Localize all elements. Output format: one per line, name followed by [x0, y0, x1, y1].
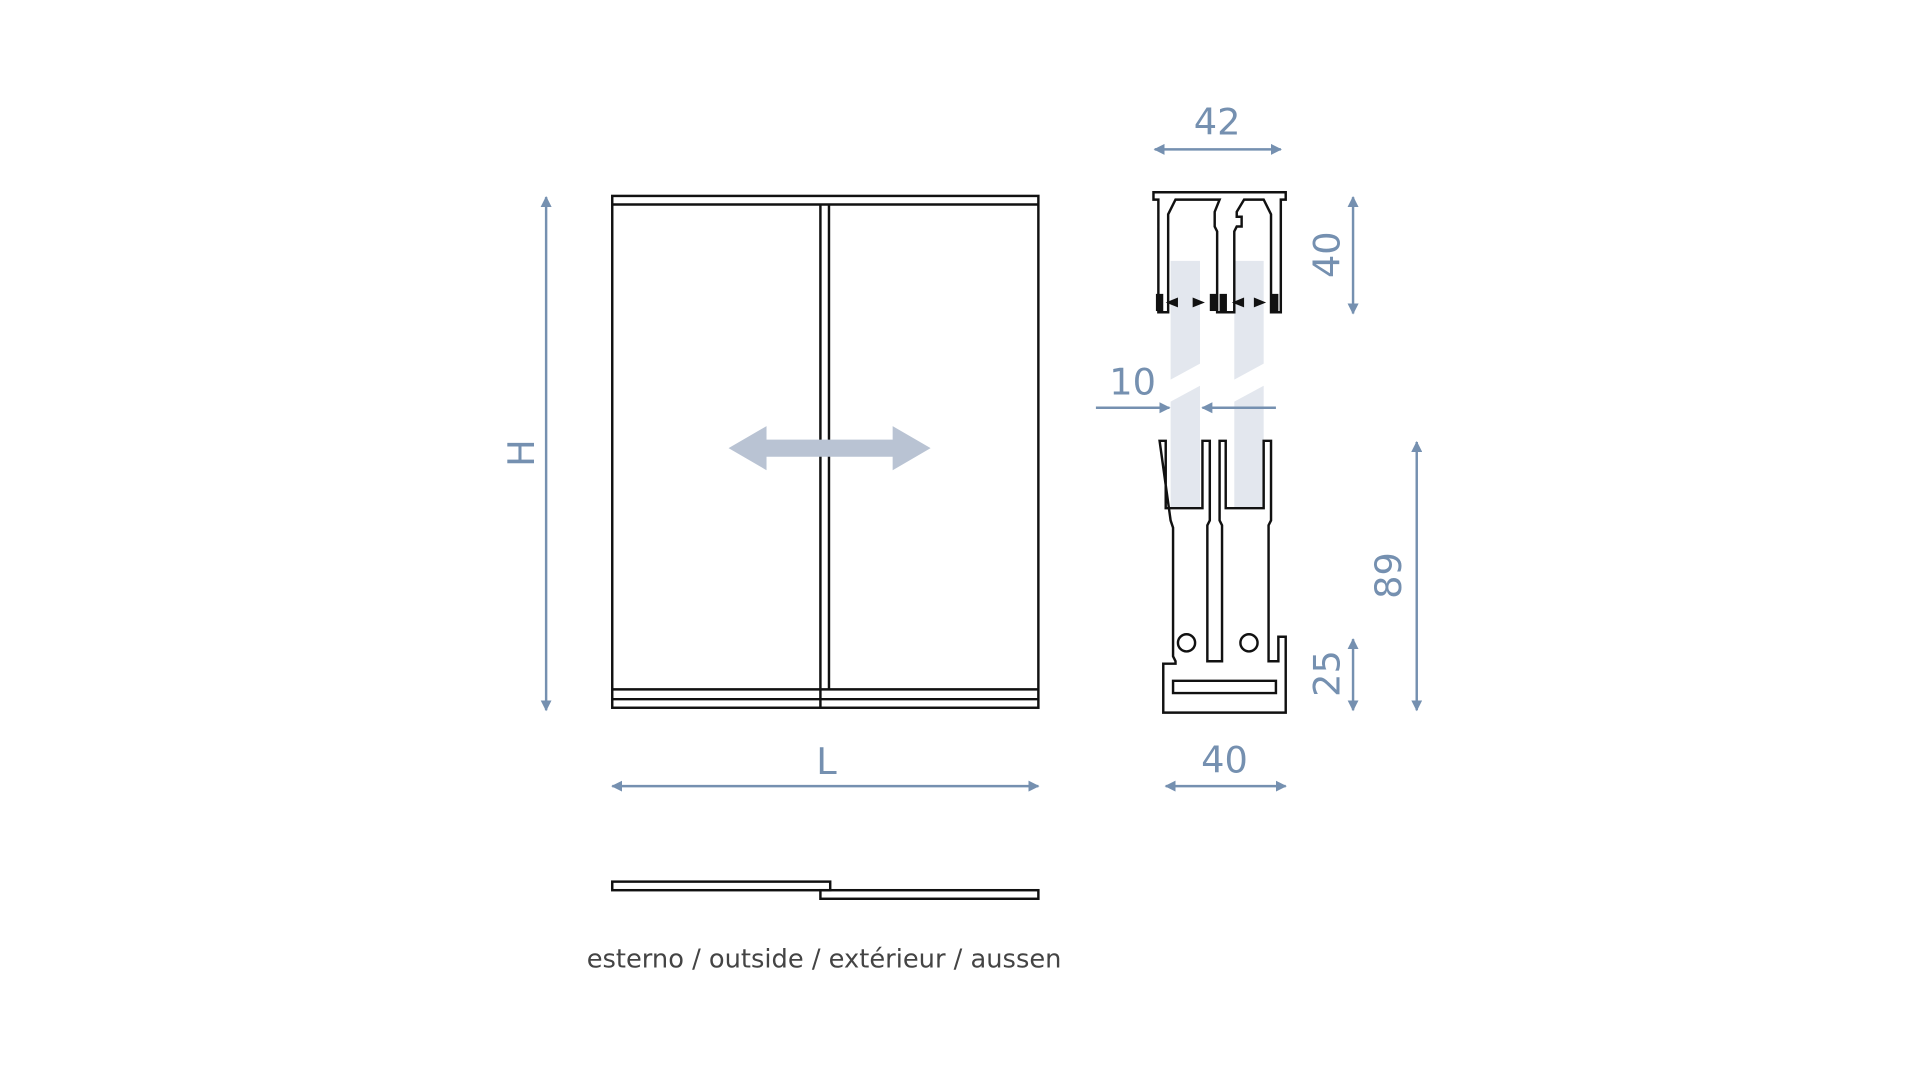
bottom-base-height-label: 25: [1306, 650, 1349, 697]
top-height-label: 40: [1306, 231, 1349, 278]
bottom-track-profile: [1158, 439, 1287, 714]
plan-view: [611, 880, 1040, 900]
caption: esterno / outside / extérieur / aussen: [587, 944, 1062, 974]
bottom-height-label: 89: [1367, 552, 1410, 599]
front-view-door: [611, 194, 1040, 709]
height-label: H: [500, 439, 543, 467]
glass-thickness-label: 10: [1109, 360, 1156, 403]
width-label: L: [816, 740, 837, 783]
top-width-label: 42: [1194, 101, 1241, 144]
glass-panels: [1170, 260, 1264, 509]
slide-direction-arrow-icon: [728, 426, 931, 471]
bottom-width-label: 40: [1201, 739, 1248, 782]
top-track-profile: [1152, 191, 1287, 314]
